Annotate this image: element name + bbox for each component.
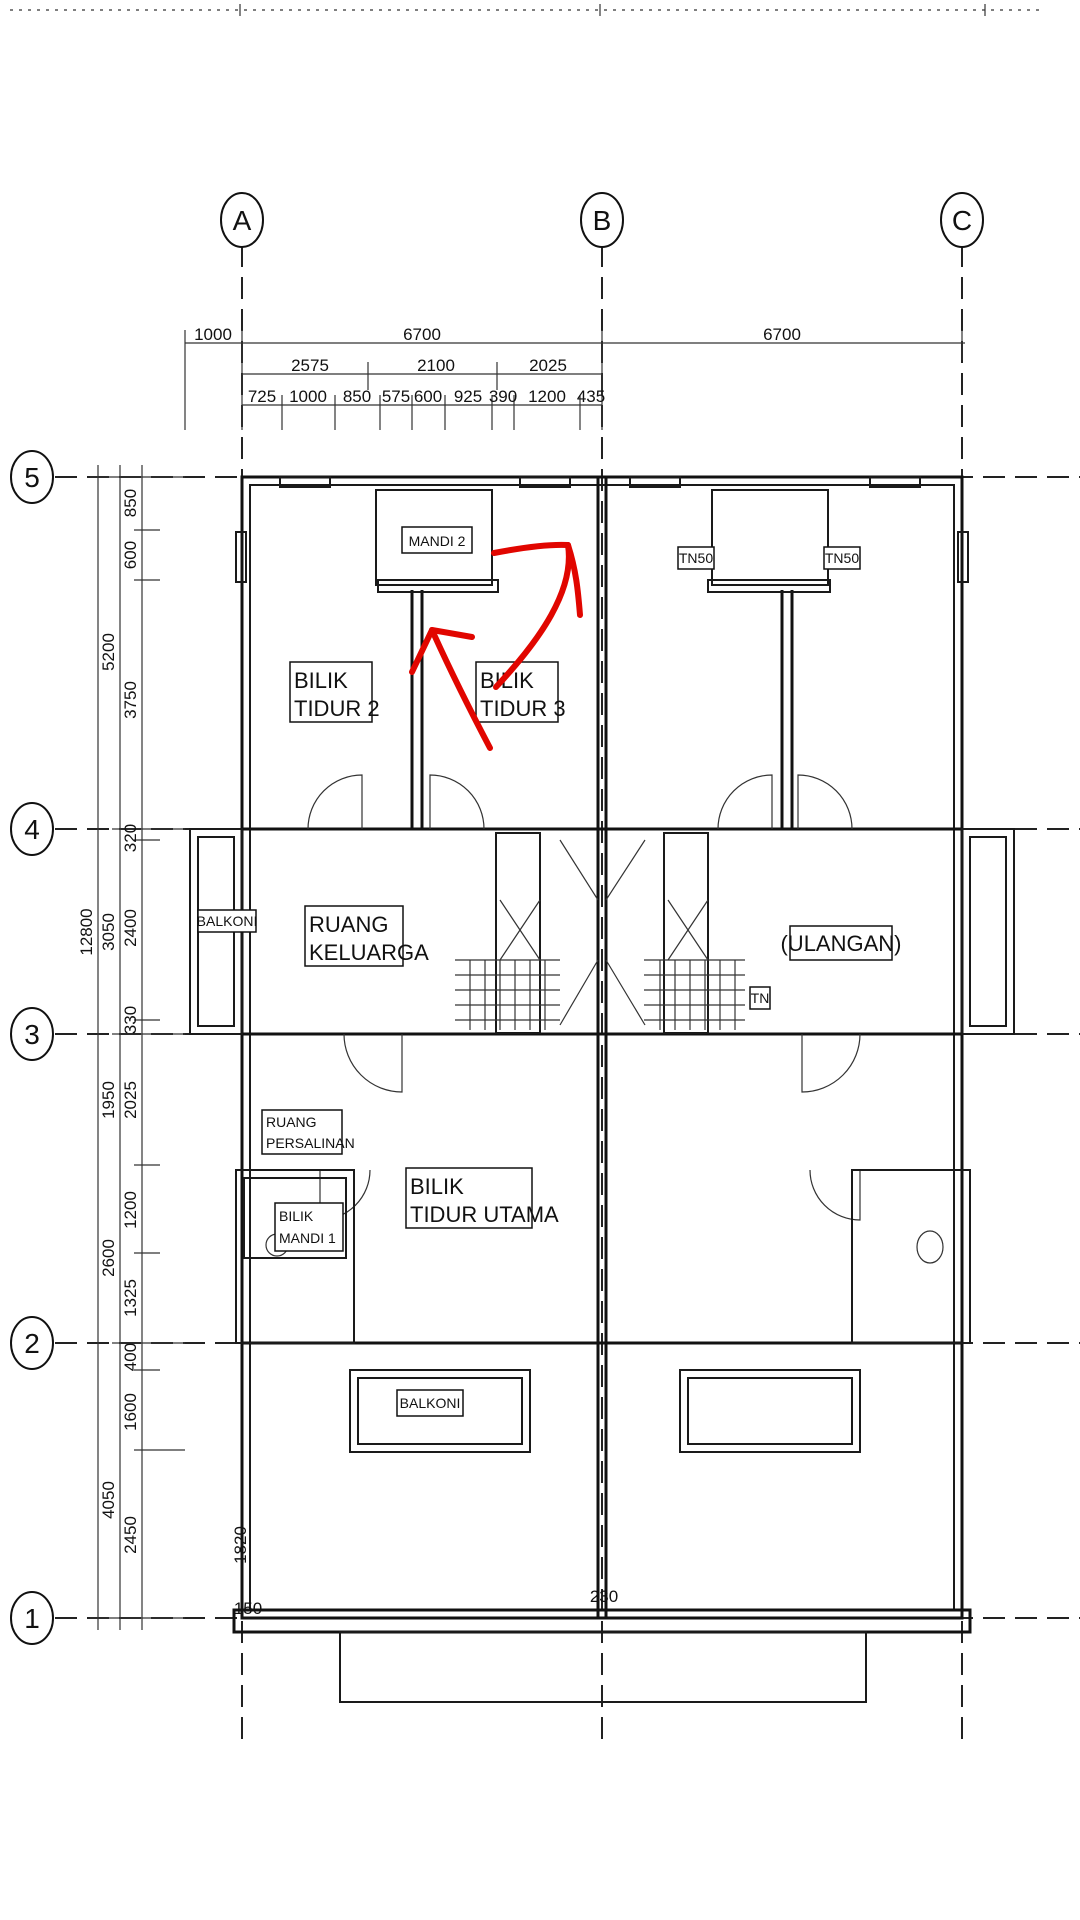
svg-text:3050: 3050 xyxy=(99,913,118,951)
svg-text:850: 850 xyxy=(343,387,371,406)
row-bubble-4: 4 xyxy=(10,802,54,856)
label-tn: TN xyxy=(749,986,771,1010)
label-ulangan: (ULANGAN) xyxy=(780,925,902,961)
svg-text:5: 5 xyxy=(24,462,40,493)
doors xyxy=(307,774,861,1221)
svg-text:BALKONI: BALKONI xyxy=(400,1395,461,1411)
column-bubble-b: B xyxy=(580,192,624,248)
svg-text:1200: 1200 xyxy=(121,1191,140,1229)
label-ruang-persalinan: RUANG PERSALINAN xyxy=(261,1109,355,1155)
svg-text:B: B xyxy=(593,205,612,236)
svg-text:2025: 2025 xyxy=(529,356,567,375)
svg-text:2100: 2100 xyxy=(417,356,455,375)
label-bilik-tidur-utama: BILIK TIDUR UTAMA xyxy=(405,1167,559,1229)
svg-text:320: 320 xyxy=(121,824,140,852)
svg-text:1000: 1000 xyxy=(194,325,232,344)
svg-text:BILIK: BILIK xyxy=(294,668,348,693)
svg-text:1820: 1820 xyxy=(231,1526,250,1564)
svg-text:4: 4 xyxy=(24,814,40,845)
svg-text:1600: 1600 xyxy=(121,1393,140,1431)
label-balkoni-side: BALKONI xyxy=(197,909,258,933)
svg-text:2400: 2400 xyxy=(121,909,140,947)
misc-dimensions: 1820 150 230 xyxy=(231,1526,618,1618)
bottom-balconies xyxy=(349,1369,861,1453)
svg-text:TIDUR 3: TIDUR 3 xyxy=(480,696,566,721)
svg-text:(ULANGAN): (ULANGAN) xyxy=(780,931,901,956)
svg-text:1950: 1950 xyxy=(99,1081,118,1119)
row-grid-lines xyxy=(55,476,1080,1619)
svg-text:330: 330 xyxy=(121,1006,140,1034)
label-mandi-2: MANDI 2 xyxy=(401,526,473,554)
svg-text:150: 150 xyxy=(234,1599,262,1618)
row-bubble-3: 3 xyxy=(10,1007,54,1061)
label-bilik-mandi-1: BILIK MANDI 1 xyxy=(274,1202,344,1252)
column-bubble-c: C xyxy=(940,192,984,248)
svg-text:TN50: TN50 xyxy=(679,550,713,566)
svg-text:2: 2 xyxy=(24,1328,40,1359)
svg-text:BILIK: BILIK xyxy=(410,1174,464,1199)
label-bilik-tidur-3: BILIK TIDUR 3 xyxy=(475,661,566,723)
svg-text:3750: 3750 xyxy=(121,681,140,719)
svg-text:600: 600 xyxy=(414,387,442,406)
column-bubble-a: A xyxy=(220,192,264,248)
svg-text:6700: 6700 xyxy=(403,325,441,344)
svg-text:PERSALINAN: PERSALINAN xyxy=(266,1135,355,1151)
svg-text:C: C xyxy=(952,205,972,236)
svg-text:TIDUR 2: TIDUR 2 xyxy=(294,696,380,721)
row-bubble-2: 2 xyxy=(10,1316,54,1370)
svg-text:1200: 1200 xyxy=(528,387,566,406)
svg-text:4050: 4050 xyxy=(99,1481,118,1519)
svg-text:1325: 1325 xyxy=(121,1279,140,1317)
svg-text:BALKONI: BALKONI xyxy=(197,913,258,929)
svg-text:600: 600 xyxy=(121,541,140,569)
svg-text:KELUARGA: KELUARGA xyxy=(309,940,429,965)
svg-text:1000: 1000 xyxy=(289,387,327,406)
svg-text:925: 925 xyxy=(454,387,482,406)
label-ruang-keluarga: RUANG KELUARGA xyxy=(304,905,429,967)
label-tn50-right: TN50 xyxy=(823,546,861,570)
row-bubble-1: 1 xyxy=(10,1591,54,1645)
staircase xyxy=(455,832,745,1034)
svg-text:3: 3 xyxy=(24,1019,40,1050)
svg-text:TIDUR UTAMA: TIDUR UTAMA xyxy=(410,1202,559,1227)
label-tn50-left: TN50 xyxy=(677,546,715,570)
svg-text:A: A xyxy=(233,205,252,236)
label-bilik-tidur-2: BILIK TIDUR 2 xyxy=(289,661,380,723)
scan-noise-strip xyxy=(10,4,1040,16)
svg-text:400: 400 xyxy=(121,1343,140,1371)
svg-text:1: 1 xyxy=(24,1603,40,1634)
svg-text:TN: TN xyxy=(751,990,770,1006)
svg-text:2600: 2600 xyxy=(99,1239,118,1277)
label-balkoni-bottom: BALKONI xyxy=(396,1389,464,1417)
svg-text:RUANG: RUANG xyxy=(309,912,388,937)
top-dimensions: 1000 6700 6700 2575 2100 2025 725 1000 8… xyxy=(184,325,965,430)
svg-text:575: 575 xyxy=(382,387,410,406)
svg-text:230: 230 xyxy=(590,1587,618,1606)
svg-text:725: 725 xyxy=(248,387,276,406)
svg-text:RUANG: RUANG xyxy=(266,1114,317,1130)
svg-text:TN50: TN50 xyxy=(825,550,859,566)
master-bath-left xyxy=(235,1169,971,1344)
svg-text:850: 850 xyxy=(121,489,140,517)
svg-text:390: 390 xyxy=(489,387,517,406)
red-annotation-arrow xyxy=(409,541,583,751)
svg-text:BILIK: BILIK xyxy=(279,1208,314,1224)
building-walls xyxy=(235,475,969,1620)
svg-text:12800: 12800 xyxy=(77,908,96,955)
svg-text:MANDI 2: MANDI 2 xyxy=(409,533,466,549)
bottom-projection xyxy=(232,1608,972,1703)
svg-text:6700: 6700 xyxy=(763,325,801,344)
left-dimensions: 12800 5200 3050 1950 2600 4050 850 600 3… xyxy=(77,465,185,1630)
svg-text:2025: 2025 xyxy=(121,1081,140,1119)
svg-text:MANDI 1: MANDI 1 xyxy=(279,1230,336,1246)
svg-text:5200: 5200 xyxy=(99,633,118,671)
row-bubble-5: 5 xyxy=(10,450,54,504)
svg-text:2450: 2450 xyxy=(121,1516,140,1554)
svg-text:435: 435 xyxy=(577,387,605,406)
svg-text:2575: 2575 xyxy=(291,356,329,375)
column-grid-lines xyxy=(241,245,963,1740)
